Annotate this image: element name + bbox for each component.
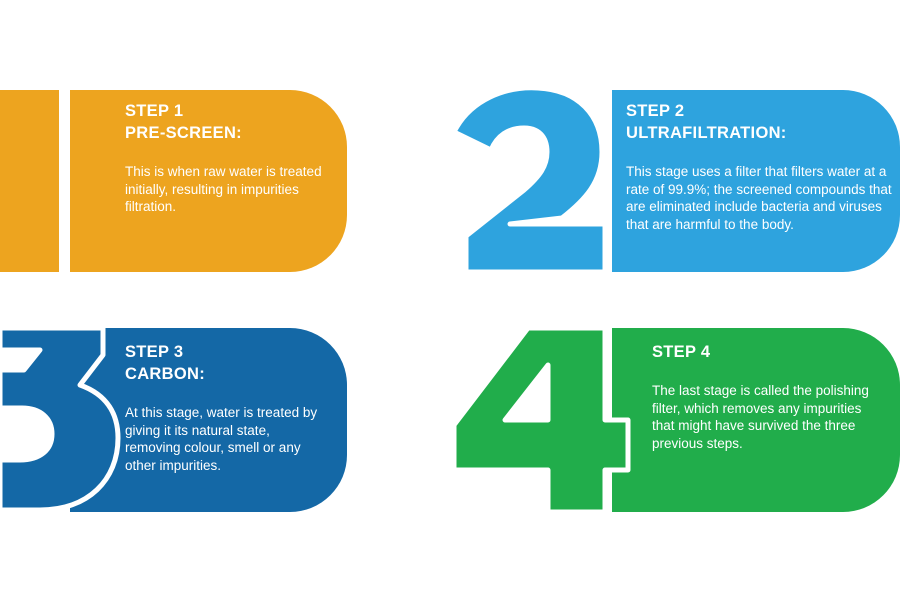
step-1-description: This is when raw water is treated initia… (125, 164, 322, 214)
step-1-subheading: PRE-SCREEN: (125, 124, 242, 142)
step-2-heading: STEP 2 (626, 102, 685, 120)
step-4-heading: STEP 4 (652, 343, 711, 361)
step-3-numeral-shape (0, 325, 121, 513)
step-4-panel (612, 328, 900, 512)
step-3-heading: STEP 3 (125, 343, 184, 361)
step-2-description: This stage uses a filter that filters wa… (626, 164, 892, 232)
step-3-subheading: CARBON: (125, 365, 206, 383)
step-1-heading: STEP 1 (125, 102, 184, 120)
step-4-description: The last stage is called the polishing f… (652, 383, 869, 451)
step-2-subheading: ULTRAFILTRATION: (626, 124, 787, 142)
step-1-numeral-shape (0, 90, 59, 272)
step-3-panel (70, 328, 347, 512)
step-3-description: At this stage, water is treated by givin… (125, 405, 318, 473)
step-1-panel (70, 90, 347, 272)
step-4-numeral-shape (451, 325, 631, 515)
step-2-panel (612, 90, 900, 272)
step-2-numeral-shape (451, 85, 608, 275)
